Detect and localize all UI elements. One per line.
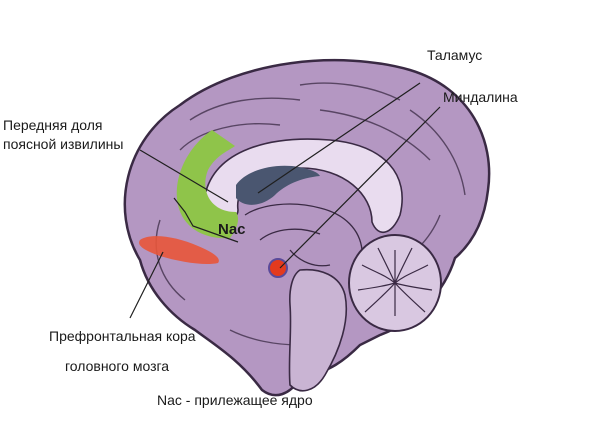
leader-line-nac [173, 197, 239, 243]
corpus-callosum [204, 138, 403, 233]
label-prefrontal-line2: головного мозга [65, 358, 170, 374]
label-cingulate-line2: поясной извилины [3, 136, 124, 152]
label-amygdala: Миндалина [443, 89, 518, 105]
leader-line-thalamus [257, 82, 421, 194]
cerebellum [348, 234, 442, 332]
nucleus-accumbens-dot [268, 258, 288, 278]
prefrontal-cortex-area [139, 236, 219, 265]
inner-structures [244, 203, 363, 267]
brainstem [288, 268, 348, 392]
label-thalamus: Таламус [427, 47, 483, 63]
leader-line-cingulate [139, 149, 229, 203]
leader-line-amygdala [279, 106, 441, 269]
label-prefrontal-line1: Префронтальная кора [49, 328, 196, 344]
leader-lines [129, 82, 441, 319]
label-nac: Nac [218, 221, 246, 238]
label-legend-nac: Nac - прилежащее ядро [157, 392, 313, 408]
leader-line-prefrontal [129, 251, 164, 319]
anterior-cingulate-area [176, 130, 238, 239]
thalamus-structure [236, 165, 320, 205]
label-cingulate-line1: Передняя доля [3, 117, 103, 133]
